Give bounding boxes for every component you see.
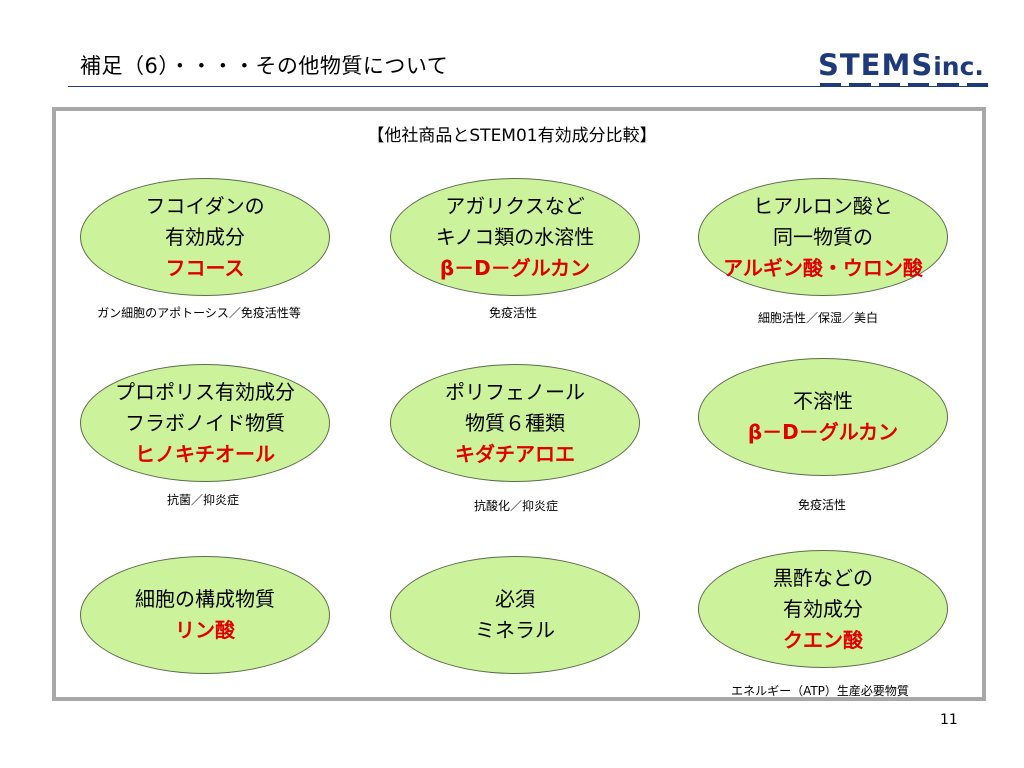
oval-line: 必須 bbox=[495, 587, 535, 611]
oval-line: ポリフェノール bbox=[445, 379, 585, 404]
logo-text: STEMSinc. bbox=[818, 50, 990, 82]
ingredient-oval: ヒアルロン酸と 同一物質の アルギン酸・ウロン酸 bbox=[698, 178, 948, 296]
ingredient-oval: 黒酢などの 有効成分 クエン酸 bbox=[698, 550, 948, 668]
ingredient-oval: アガリクスなど キノコ類の水溶性 β－D－グルカン bbox=[390, 178, 640, 296]
oval-line: キノコ類の水溶性 bbox=[435, 224, 595, 249]
oval-caption: 抗酸化／抑炎症 bbox=[473, 499, 559, 513]
oval-line: ヒアルロン酸と bbox=[753, 193, 893, 218]
frame-heading: 【他社商品とSTEM01有効成分比較】 bbox=[367, 126, 657, 146]
ingredient-oval: ポリフェノール 物質６種類 キダチアロエ bbox=[390, 364, 640, 482]
oval-line: フラボノイド物質 bbox=[125, 410, 285, 435]
oval-line: 細胞の構成物質 bbox=[135, 587, 275, 611]
oval-line: 黒酢などの bbox=[773, 565, 873, 590]
slide-title: 補足（6）・・・・その他物質について bbox=[80, 54, 449, 78]
oval-line: フコイダンの bbox=[145, 193, 265, 218]
oval-caption: 免疫活性 bbox=[488, 306, 538, 320]
logo-underline bbox=[820, 83, 988, 87]
oval-caption: 免疫活性 bbox=[797, 498, 847, 512]
oval-highlight: アルギン酸・ウロン酸 bbox=[723, 255, 923, 280]
oval-line: アガリクスなど bbox=[445, 193, 585, 218]
oval-caption: 細胞活性／保湿／美白 bbox=[757, 311, 879, 325]
oval-line: 有効成分 bbox=[165, 224, 245, 249]
ingredient-oval: プロポリス有効成分 フラボノイド物質 ヒノキチオール bbox=[80, 364, 330, 482]
oval-line: ミネラル bbox=[475, 618, 555, 642]
ingredient-oval: 不溶性 β－D－グルカン bbox=[698, 358, 948, 476]
logo-main: STEMS bbox=[818, 48, 934, 82]
oval-highlight: クエン酸 bbox=[783, 627, 863, 652]
oval-line: 同一物質の bbox=[773, 224, 873, 249]
oval-highlight: リン酸 bbox=[175, 618, 235, 642]
ingredient-oval: フコイダンの 有効成分 フコース bbox=[80, 178, 330, 296]
ingredient-oval: 必須 ミネラル bbox=[390, 556, 640, 674]
logo-suffix: inc. bbox=[933, 52, 984, 81]
oval-line: 不溶性 bbox=[793, 389, 853, 413]
oval-caption: ガン細胞のアポトーシス／免疫活性等 bbox=[97, 306, 301, 320]
oval-highlight: ヒノキチオール bbox=[135, 441, 275, 466]
oval-highlight: フコース bbox=[165, 255, 245, 280]
ingredient-oval: 細胞の構成物質 リン酸 bbox=[80, 556, 330, 674]
oval-line: 有効成分 bbox=[783, 596, 863, 621]
oval-highlight: キダチアロエ bbox=[455, 441, 575, 466]
oval-highlight: β－D－グルカン bbox=[747, 420, 899, 444]
oval-line: 物質６種類 bbox=[465, 410, 565, 435]
oval-highlight: β－D－グルカン bbox=[439, 255, 591, 280]
oval-caption: エネルギー（ATP）生産必要物質 bbox=[731, 684, 909, 698]
oval-caption: 抗菌／抑炎症 bbox=[166, 493, 240, 507]
page-number: 11 bbox=[940, 712, 958, 728]
company-logo: STEMSinc. bbox=[818, 50, 990, 92]
title-rule bbox=[68, 86, 988, 87]
oval-line: プロポリス有効成分 bbox=[115, 379, 295, 404]
